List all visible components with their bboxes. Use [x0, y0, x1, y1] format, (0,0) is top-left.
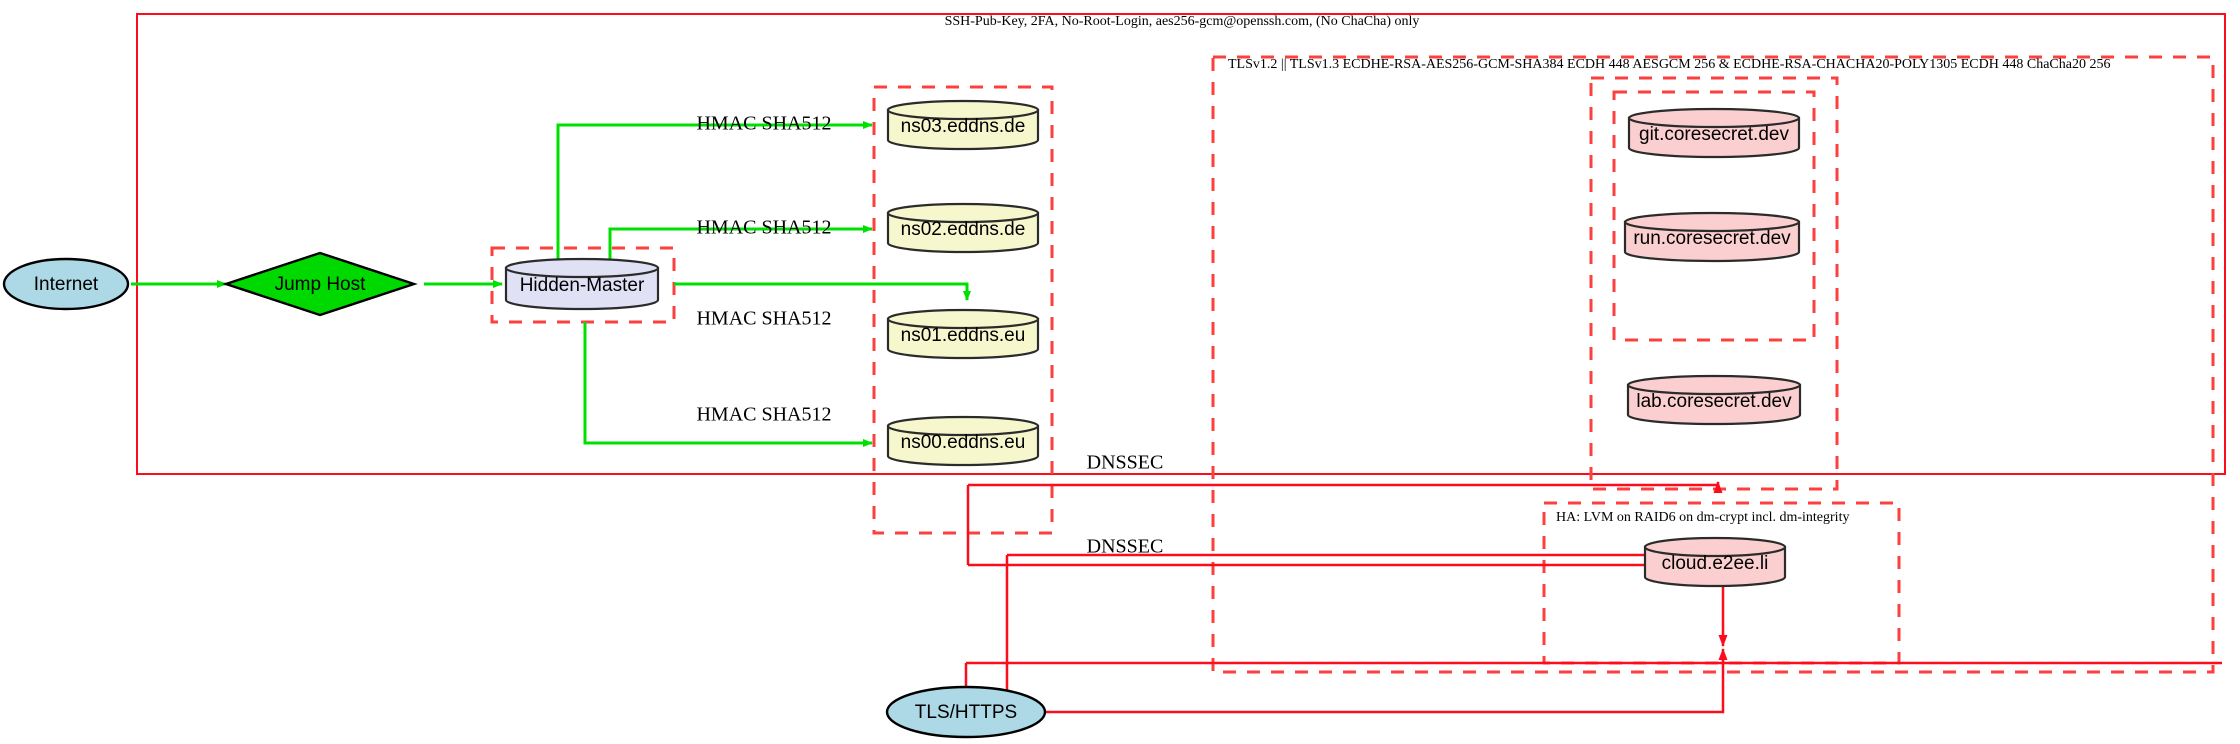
cluster-tls-frame: [1211, 55, 2215, 674]
node-jump-host[interactable]: Jump Host: [222, 251, 418, 317]
node-run-coresecret[interactable]: run.coresecret.dev: [1623, 211, 1801, 263]
cluster-ha-frame: [1542, 501, 1901, 665]
node-cloud-label: cloud.e2ee.li: [1662, 553, 1769, 574]
edge-dnssec-lower: [1007, 553, 1728, 647]
node-jump-host-label: Jump Host: [275, 274, 367, 295]
node-ns00[interactable]: ns00.eddns.eu: [886, 415, 1040, 467]
edge-hiddenmaster-to-ns03: [556, 121, 873, 262]
node-run-label: run.coresecret.dev: [1633, 228, 1791, 249]
node-ns02[interactable]: ns02.eddns.de: [886, 202, 1040, 254]
node-lab-coresecret[interactable]: lab.coresecret.dev: [1626, 374, 1802, 426]
node-ns01-label: ns01.eddns.eu: [901, 325, 1026, 346]
node-hidden-master[interactable]: Hidden-Master: [504, 257, 660, 311]
edge-hiddenmaster-to-ns00: [583, 322, 873, 447]
node-ns00-label: ns00.eddns.eu: [901, 432, 1026, 453]
edge-label-hmac-ns00: HMAC SHA512: [696, 404, 831, 426]
node-ns02-label: ns02.eddns.de: [901, 219, 1026, 240]
node-ns03-label: ns03.eddns.de: [901, 116, 1026, 137]
edge-tlshttps-to-cloud: [1045, 648, 1728, 714]
node-internet-label: Internet: [34, 274, 99, 295]
cluster-ssh-outer-frame: [136, 13, 2226, 475]
node-internet[interactable]: Internet: [2, 257, 130, 311]
node-lab-label: lab.coresecret.dev: [1636, 391, 1792, 412]
node-ns03[interactable]: ns03.eddns.de: [886, 99, 1040, 151]
edge-label-hmac-ns02: HMAC SHA512: [696, 217, 831, 239]
edge-label-hmac-ns01: HMAC SHA512: [696, 308, 831, 330]
node-tls-https[interactable]: TLS/HTTPS: [885, 685, 1047, 739]
cluster-tls-label: TLSv1.2 || TLSv1.3 ECDHE-RSA-AES256-GCM-…: [1228, 57, 2110, 72]
node-hidden-master-label: Hidden-Master: [520, 275, 645, 296]
cluster-ssh-label: SSH-Pub-Key, 2FA, No-Root-Login, aes256-…: [945, 14, 1420, 29]
edge-label-hmac-ns03: HMAC SHA512: [696, 113, 831, 135]
node-git-label: git.coresecret.dev: [1639, 124, 1789, 145]
edge-label-dnssec-upper: DNSSEC: [1087, 452, 1164, 474]
node-git-coresecret[interactable]: git.coresecret.dev: [1627, 107, 1801, 159]
edge-hiddenmaster-to-ns02: [608, 225, 873, 262]
edge-label-dnssec-lower: DNSSEC: [1087, 536, 1164, 558]
cluster-inner-services-frame: [1612, 90, 1816, 342]
node-tls-https-label: TLS/HTTPS: [915, 702, 1017, 723]
edge-dnssec-upper: [968, 481, 1723, 493]
cluster-ha-label: HA: LVM on RAID6 on dm-crypt incl. dm-in…: [1556, 510, 1849, 525]
node-ns01[interactable]: ns01.eddns.eu: [886, 308, 1040, 360]
node-cloud-e2ee[interactable]: cloud.e2ee.li: [1643, 536, 1787, 588]
edge-hiddenmaster-to-ns01: [674, 282, 971, 301]
